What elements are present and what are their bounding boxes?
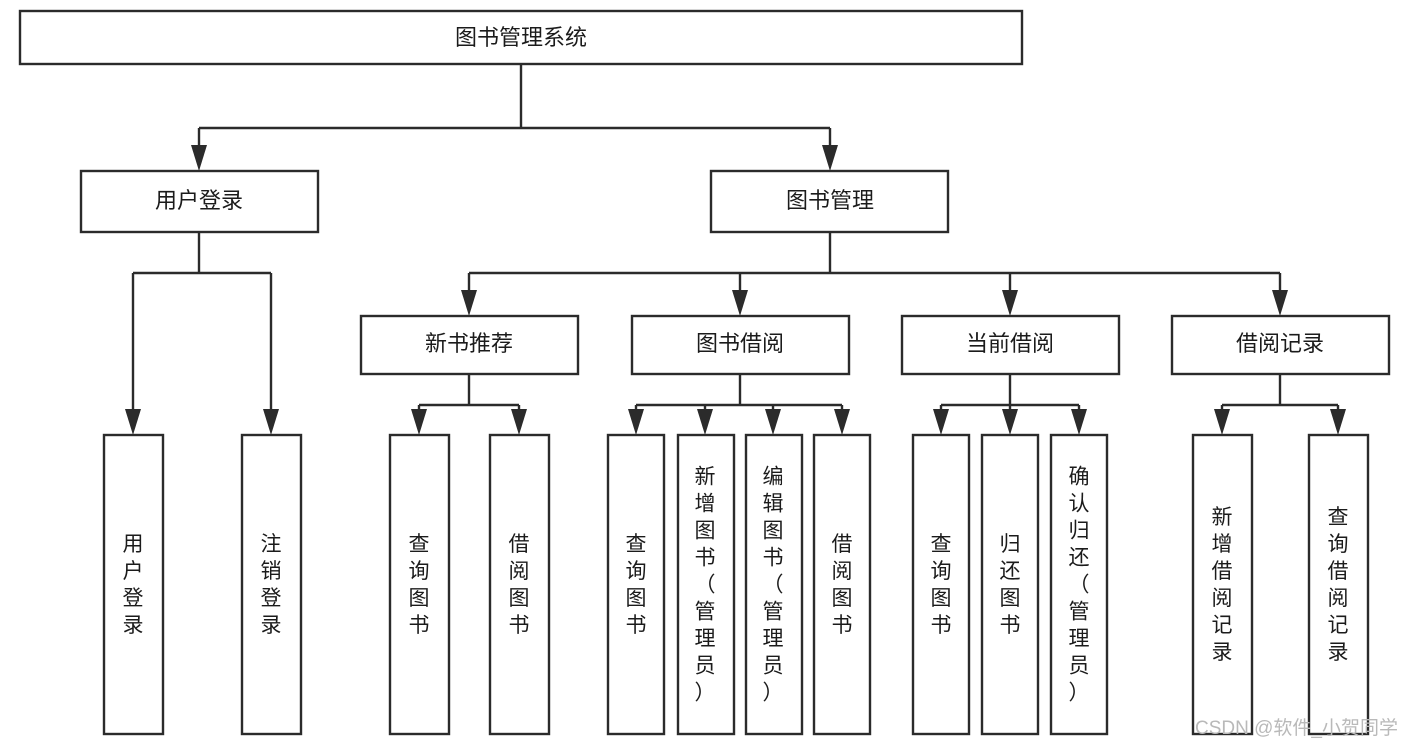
leaf-node-current-borrow-2-label: 确认归还（管理员） (1069, 466, 1090, 705)
leaf-node-user-login-1-box[interactable] (240, 433, 303, 736)
arrow-head-borrow-record (1272, 290, 1288, 316)
leaf-node-user-login-1[interactable]: 注销登录 (240, 433, 303, 736)
arrow-head-borrow-record-leaf-0 (1214, 409, 1230, 435)
node-user-login[interactable]: 用户登录 (79, 169, 320, 234)
leaf-node-current-borrow-2[interactable]: 确认归还（管理员） (1049, 433, 1109, 736)
connector-group-new-book (411, 374, 527, 435)
leaf-node-new-book-0[interactable]: 查询图书 (388, 433, 451, 736)
connector-group-book-mgmt (461, 232, 1288, 316)
node-book-borrow-label: 图书借阅 (696, 331, 784, 356)
leaf-node-book-borrow-3[interactable]: 借阅图书 (812, 433, 872, 736)
node-new-book-recommend[interactable]: 新书推荐 (359, 314, 580, 376)
node-book-management[interactable]: 图书管理 (709, 169, 950, 234)
arrow-head-book-borrow-leaf-0 (628, 409, 644, 435)
node-current-borrow-box[interactable] (900, 314, 1121, 376)
node-current-borrow[interactable]: 当前借阅 (900, 314, 1121, 376)
arrow-head-new-book (461, 290, 477, 316)
leaf-node-current-borrow-0-label: 查询图书 (931, 533, 952, 637)
arrow-head-current-borrow (1002, 290, 1018, 316)
arrow-head-user-login-leaf-0 (125, 409, 141, 435)
leaf-node-user-login-0[interactable]: 用户登录 (102, 433, 165, 736)
leaf-node-current-borrow-1-box[interactable] (980, 433, 1040, 736)
leaf-node-book-borrow-2-label: 编辑图书（管理员） (763, 466, 784, 705)
leaf-node-book-borrow-2[interactable]: 编辑图书（管理员） (744, 433, 804, 736)
leaf-node-borrow-record-0-label: 新增借阅记录 (1212, 506, 1233, 664)
node-new-book-recommend-label: 新书推荐 (425, 331, 513, 356)
node-user-login-box[interactable] (79, 169, 320, 234)
leaf-node-new-book-1[interactable]: 借阅图书 (488, 433, 551, 736)
leaf-node-user-login-0-box[interactable] (102, 433, 165, 736)
leaf-node-user-login-1-label: 注销登录 (261, 533, 282, 637)
node-borrow-record[interactable]: 借阅记录 (1170, 314, 1391, 376)
leaf-node-current-borrow-0[interactable]: 查询图书 (911, 433, 971, 736)
node-borrow-record-box[interactable] (1170, 314, 1391, 376)
node-root-label: 图书管理系统 (455, 25, 587, 50)
node-root-box[interactable] (18, 9, 1024, 66)
leaf-node-new-book-0-label: 查询图书 (409, 533, 430, 637)
arrow-head-book-borrow-leaf-1 (697, 409, 713, 435)
leaf-node-new-book-1-box[interactable] (488, 433, 551, 736)
leaf-node-book-borrow-2-box[interactable] (744, 433, 804, 736)
node-book-borrow-box[interactable] (630, 314, 851, 376)
arrow-head-book-borrow (732, 290, 748, 316)
leaf-node-current-borrow-1[interactable]: 归还图书 (980, 433, 1040, 736)
arrow-head-book-borrow-leaf-2 (765, 409, 781, 435)
csdn-watermark: CSDN @软件_小贺同学 (1195, 717, 1398, 739)
node-book-management-label: 图书管理 (786, 188, 874, 213)
arrow-head-book-mgmt (822, 145, 838, 171)
arrow-head-user-login-leaf-1 (263, 409, 279, 435)
connector-group-book-borrow (628, 374, 850, 435)
arrow-head-new-book-leaf-1 (511, 409, 527, 435)
leaf-node-book-borrow-1-label: 新增图书（管理员） (695, 466, 716, 705)
leaf-node-current-borrow-0-box[interactable] (911, 433, 971, 736)
connector-group-borrow-record (1214, 374, 1346, 435)
connector-group-user-login (125, 232, 279, 435)
leaf-node-borrow-record-1-label: 查询借阅记录 (1328, 506, 1349, 664)
node-user-login-label: 用户登录 (155, 188, 243, 213)
leaf-node-book-borrow-1[interactable]: 新增图书（管理员） (676, 433, 736, 736)
leaf-node-new-book-1-label: 借阅图书 (509, 533, 530, 637)
node-book-borrow[interactable]: 图书借阅 (630, 314, 851, 376)
arrow-head-borrow-record-leaf-1 (1330, 409, 1346, 435)
connector-group-root (191, 64, 838, 171)
leaf-node-book-borrow-0-label: 查询图书 (626, 533, 647, 637)
node-new-book-recommend-box[interactable] (359, 314, 580, 376)
node-book-management-box[interactable] (709, 169, 950, 234)
arrow-head-book-borrow-leaf-3 (834, 409, 850, 435)
leaf-node-borrow-record-0[interactable]: 新增借阅记录 (1191, 433, 1254, 736)
node-root[interactable]: 图书管理系统 (18, 9, 1024, 66)
arrow-head-new-book-leaf-0 (411, 409, 427, 435)
arrow-head-user-login (191, 145, 207, 171)
leaf-node-book-borrow-0[interactable]: 查询图书 (606, 433, 666, 736)
arrow-head-current-borrow-leaf-0 (933, 409, 949, 435)
leaf-node-current-borrow-2-box[interactable] (1049, 433, 1109, 736)
leaf-node-current-borrow-1-label: 归还图书 (1000, 533, 1021, 637)
leaf-node-book-borrow-3-box[interactable] (812, 433, 872, 736)
leaf-node-borrow-record-0-box[interactable] (1191, 433, 1254, 736)
leaf-node-borrow-record-1[interactable]: 查询借阅记录 (1307, 433, 1370, 736)
leaf-node-user-login-0-label: 用户登录 (123, 533, 144, 637)
leaf-node-new-book-0-box[interactable] (388, 433, 451, 736)
connector-group-current-borrow (933, 374, 1087, 435)
node-current-borrow-label: 当前借阅 (966, 331, 1054, 356)
arrow-head-current-borrow-leaf-1 (1002, 409, 1018, 435)
leaf-node-book-borrow-3-label: 借阅图书 (832, 533, 853, 637)
leaf-node-borrow-record-1-box[interactable] (1307, 433, 1370, 736)
arrow-head-current-borrow-leaf-2 (1071, 409, 1087, 435)
node-borrow-record-label: 借阅记录 (1236, 331, 1324, 356)
leaf-node-book-borrow-1-box[interactable] (676, 433, 736, 736)
leaf-node-book-borrow-0-box[interactable] (606, 433, 666, 736)
